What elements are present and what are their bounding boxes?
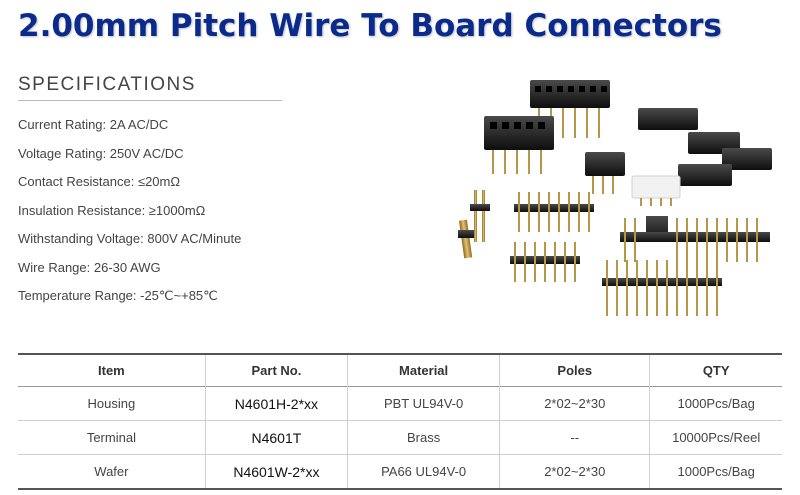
cell-item: Housing [87, 396, 136, 411]
cell-qty: 1000Pcs/Bag [649, 454, 782, 489]
parts-table: Item Part No. Material Poles QTY Housing… [18, 353, 782, 490]
pin-header-dual-row-a [514, 192, 594, 232]
pin-header-long [602, 260, 722, 316]
page-title: 2.00mm Pitch Wire To Board Connectors [18, 8, 722, 44]
header-poles: Poles [499, 354, 650, 387]
cell-item: Terminal [86, 430, 136, 445]
spec-wire-range: Wire Range: 26-30 AWG [18, 259, 161, 275]
table-row: Wafer N4601W-2*xx PA66 UL94V-0 2*02~2*30… [18, 454, 782, 489]
specifications-list: Current Rating: 2A AC/DC Voltage Rating:… [18, 117, 241, 317]
header-part-no: Part No. [204, 354, 348, 387]
table-header-row: Item Part No. Material Poles QTY [18, 354, 782, 387]
header-material: Material [347, 354, 500, 387]
cell-item: Wafer [94, 464, 129, 479]
spec-voltage-rating: Voltage Rating: 250V AC/DC [18, 145, 184, 161]
header-qty: QTY [649, 354, 782, 387]
heading-divider [18, 100, 282, 101]
spec-temperature-range: Temperature Range: -25℃~+85℃ [18, 288, 218, 303]
cell-poles: -- [499, 420, 650, 455]
specifications-heading: SPECIFICATIONS [18, 74, 196, 95]
cell-part-no: N4601T [204, 420, 348, 455]
connector-product-photo [458, 80, 772, 316]
spec-current-rating: Current Rating: 2A AC/DC [18, 117, 169, 132]
header-item: Item [98, 363, 125, 378]
wire-housing-black [638, 108, 772, 186]
table-row: Housing N4601H-2*xx PBT UL94V-0 2*02~2*3… [18, 386, 782, 421]
spec-contact-resistance: Contact Resistance: ≤20mΩ [18, 174, 181, 189]
pin-header-shrouded [620, 216, 770, 262]
cell-part-no: N4601H-2*xx [204, 386, 348, 421]
cell-part-no: N4601W-2*xx [204, 454, 348, 489]
pin-header-single [458, 190, 490, 259]
cell-material: PA66 UL94V-0 [347, 454, 500, 489]
cell-qty: 10000Pcs/Reel [649, 420, 782, 455]
wafer-white [631, 175, 681, 206]
table-row: Terminal N4601T Brass -- 10000Pcs/Reel [18, 420, 782, 455]
cell-poles: 2*02~2*30 [499, 454, 650, 489]
cell-material: PBT UL94V-0 [347, 386, 500, 421]
cell-qty: 1000Pcs/Bag [649, 386, 782, 421]
spec-insulation-resistance: Insulation Resistance: ≥1000mΩ [18, 202, 206, 218]
female-header-small [585, 152, 625, 194]
pin-header-dual-row-b [510, 242, 580, 282]
cell-poles: 2*02~2*30 [499, 386, 650, 421]
cell-material: Brass [347, 420, 500, 455]
spec-withstanding-voltage: Withstanding Voltage: 800V AC/Minute [18, 231, 242, 246]
female-header-double [484, 116, 554, 174]
